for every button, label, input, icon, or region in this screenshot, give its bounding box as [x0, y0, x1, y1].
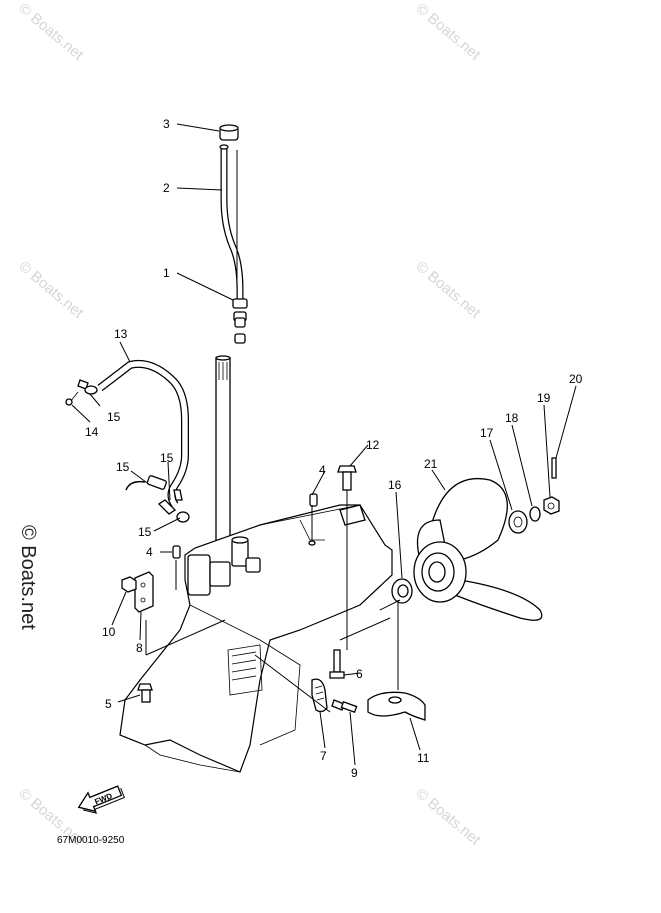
part-19-nut: [543, 496, 560, 515]
watermark-side: © Boats.net: [17, 525, 39, 630]
part-4-dowel-top: [309, 493, 318, 507]
part-2-water-tube: [219, 144, 244, 300]
callout-19: 19: [537, 391, 551, 405]
diagram-code: 67M0010-9250: [57, 835, 125, 846]
callout-1: 1: [163, 266, 170, 280]
callout-7: 7: [320, 749, 327, 763]
callout-8: 8: [136, 641, 143, 655]
callout-17: 17: [480, 426, 494, 440]
callout-21: 21: [424, 457, 438, 471]
lower-unit-housing: [119, 504, 393, 773]
watermark-mid-right: © Boats.net: [412, 258, 484, 322]
callout-18: 18: [505, 411, 519, 425]
watermark-mid-left: © Boats.net: [15, 258, 87, 322]
callout-16: 16: [388, 478, 402, 492]
watermark-top-left: © Boats.net: [15, 0, 87, 64]
callout-labels: 3 2 1 13 15 14 15 15 15 4 12 4 10 8 5 6 …: [85, 117, 583, 780]
callout-2: 2: [163, 181, 170, 195]
watermark-bottom-right: © Boats.net: [412, 785, 484, 849]
part-9-bolt: [331, 699, 358, 714]
callout-12: 12: [366, 438, 380, 452]
part-7-anode: [311, 678, 328, 713]
fwd-arrow-icon: FWD: [77, 785, 126, 814]
callout-4-top: 4: [319, 463, 326, 477]
callout-20: 20: [569, 372, 583, 386]
callout-10: 10: [102, 625, 116, 639]
callout-11: 11: [417, 751, 430, 765]
part-6-bolt: [329, 649, 345, 679]
part-12-bolt: [337, 465, 357, 491]
water-intake-grill: [227, 644, 263, 696]
part-4-dowel-left: [172, 545, 181, 559]
part-16-spacer: [391, 578, 413, 604]
leader-lines: [71, 123, 577, 766]
part-10-nut: [121, 576, 137, 593]
fwd-label: FWD: [93, 791, 113, 806]
part-20-cotter-pin: [551, 457, 557, 479]
watermark-top-right: © Boats.net: [412, 0, 484, 64]
part-15-clip-top: [84, 385, 98, 395]
callout-6: 6: [356, 667, 363, 681]
callout-15-left: 15: [116, 460, 130, 474]
callout-9: 9: [351, 766, 358, 780]
part-17-spacer: [508, 510, 528, 534]
part-8-bracket: [134, 571, 154, 613]
part-11-trim-tab: [367, 691, 426, 721]
part-14-screw: [65, 379, 89, 406]
callout-5: 5: [105, 697, 112, 711]
drive-shaft: [215, 355, 231, 549]
part-21-propeller: [413, 478, 543, 621]
callout-15-bottom: 15: [138, 525, 152, 539]
part-5-bolt: [137, 683, 153, 703]
callout-15-top: 15: [107, 410, 121, 424]
part-3-grommet: [219, 124, 239, 141]
callout-3: 3: [163, 117, 170, 131]
part-1-grommet: [232, 298, 248, 344]
part-15-clips-middle: [125, 475, 190, 523]
callout-13: 13: [114, 327, 128, 341]
callout-15-mid: 15: [160, 451, 174, 465]
callout-14: 14: [85, 425, 99, 439]
part-18-washer: [529, 506, 541, 522]
part-13-hose: [97, 359, 189, 508]
callout-4-left: 4: [146, 545, 153, 559]
